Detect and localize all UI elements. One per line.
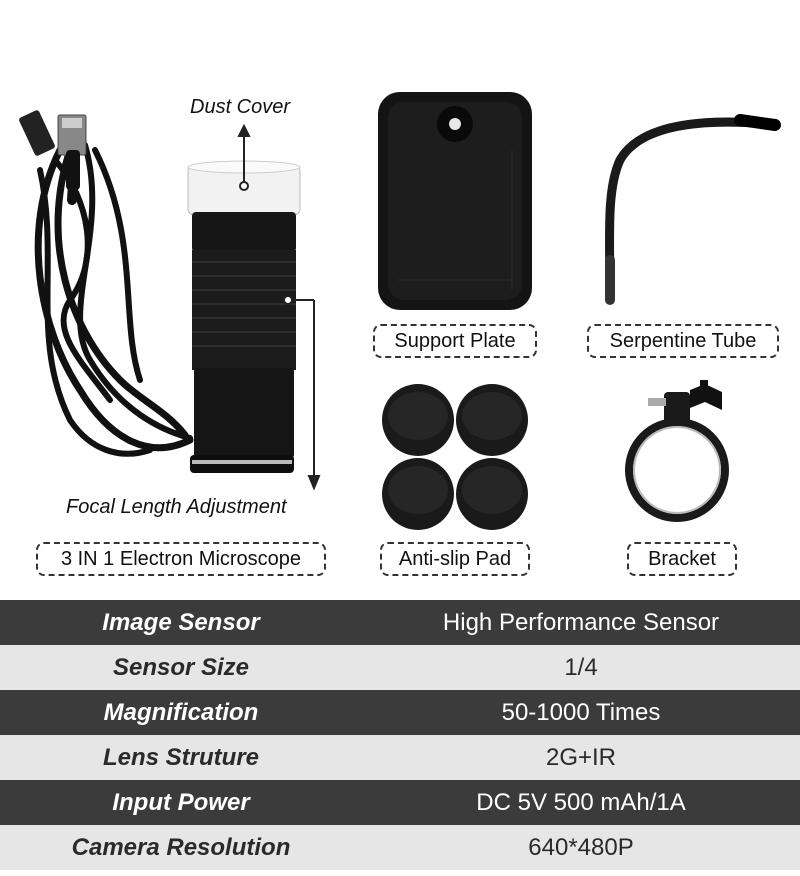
dust-cover-label: Dust Cover — [190, 96, 291, 118]
spec-value: 1/4 — [564, 653, 598, 681]
focal-adjust-arrow-icon — [283, 295, 321, 491]
spec-table: Image Sensor High Performance Sensor Sen… — [0, 600, 800, 870]
spec-row-image-sensor: Image Sensor High Performance Sensor — [0, 600, 800, 645]
spec-key: Lens Struture — [102, 743, 260, 771]
usb-cable-icon — [34, 142, 194, 457]
support-plate-icon — [378, 92, 532, 310]
spec-key: Magnification — [103, 698, 259, 726]
spec-row-input-power: Input Power DC 5V 500 mAh/1A — [0, 780, 800, 825]
spec-key: Input Power — [112, 788, 250, 816]
serpentine-tube-tag: Serpentine Tube — [587, 324, 779, 358]
spec-value: High Performance Sensor — [442, 608, 720, 636]
spec-row-magnification: Magnification 50-1000 Times — [0, 690, 800, 735]
product-illustration: Dust Cover Focal Length Adjustment Suppo… — [19, 92, 781, 576]
bracket-tag: Bracket — [627, 542, 737, 576]
serpentine-tube-icon — [604, 114, 781, 305]
dust-cover-arrow-icon — [237, 123, 251, 191]
anti-slip-pad-icon — [382, 384, 528, 530]
bracket-icon — [625, 380, 729, 522]
spec-row-camera-resolution: Camera Resolution 640*480P — [0, 825, 800, 870]
microscope-icon — [187, 160, 301, 473]
support-plate-tag: Support Plate — [373, 324, 537, 358]
usb-plug-icon — [19, 110, 87, 190]
spec-row-lens-structure: Lens Struture 2G+IR — [0, 735, 800, 780]
spec-key: Sensor Size — [112, 653, 250, 681]
spec-row-sensor-size: Sensor Size 1/4 — [0, 645, 800, 690]
product-parts-drawing — [19, 92, 781, 530]
spec-value: 2G+IR — [545, 743, 617, 771]
spec-value: 640*480P — [528, 833, 634, 861]
spec-key: Image Sensor — [102, 608, 260, 636]
microscope-tag: 3 IN 1 Electron Microscope — [36, 542, 326, 576]
spec-key: Camera Resolution — [71, 833, 291, 861]
focal-length-label: Focal Length Adjustment — [66, 496, 287, 518]
spec-value: DC 5V 500 mAh/1A — [476, 788, 686, 816]
spec-value: 50-1000 Times — [501, 698, 661, 726]
anti-slip-pad-tag: Anti-slip Pad — [380, 542, 530, 576]
